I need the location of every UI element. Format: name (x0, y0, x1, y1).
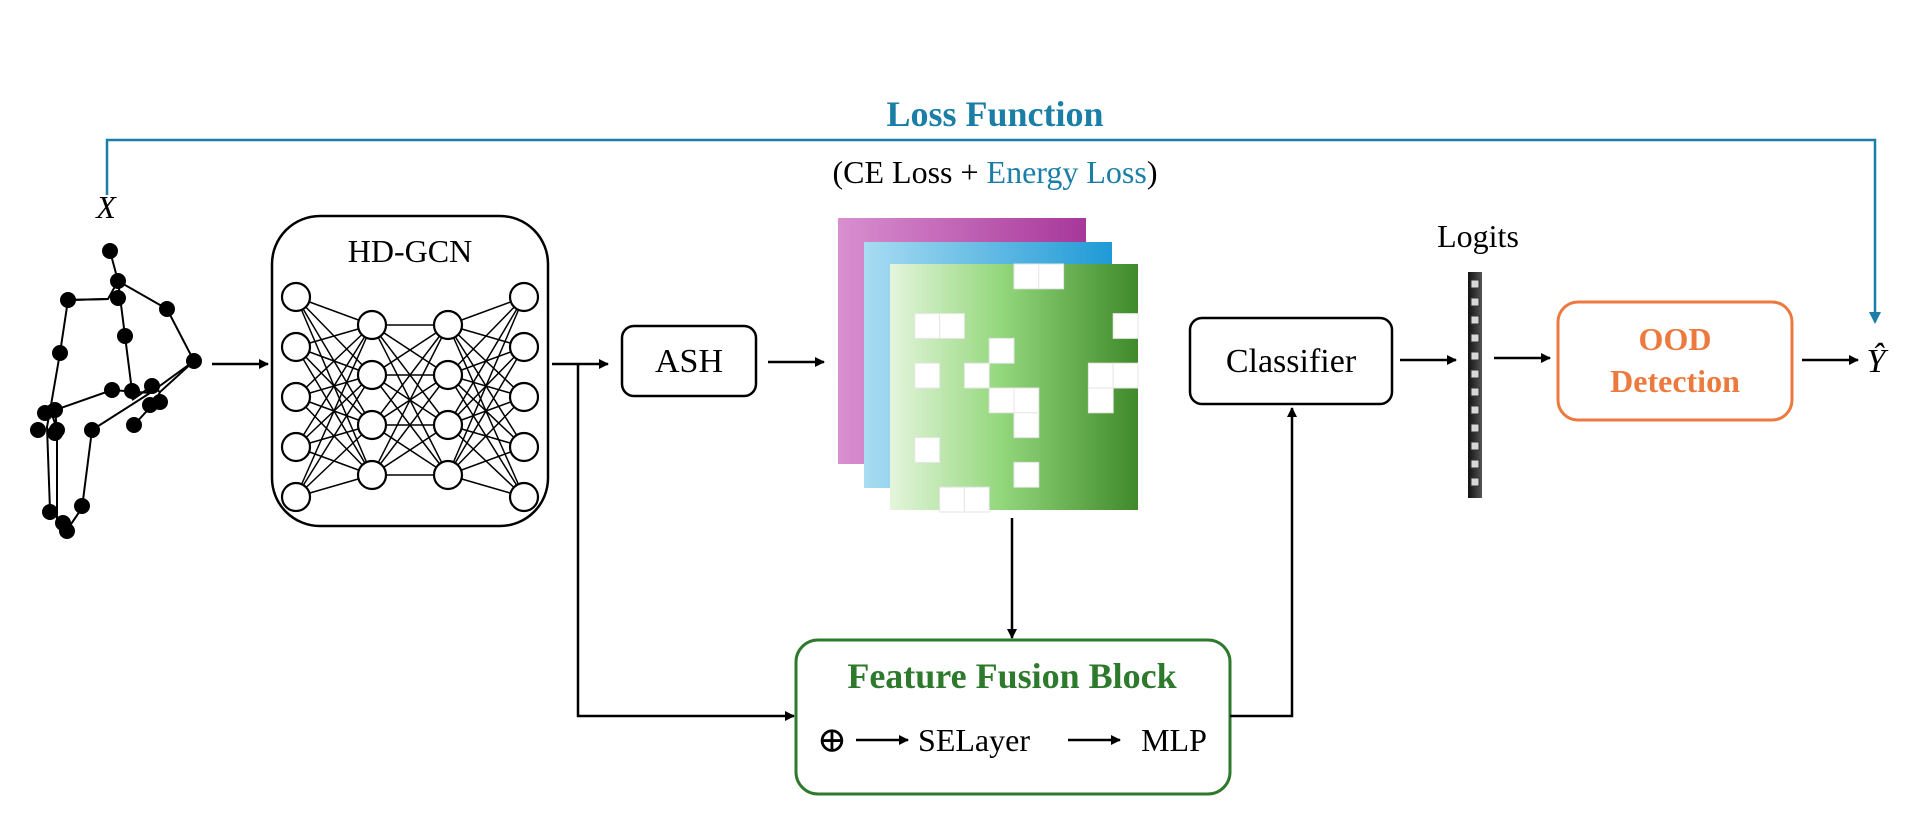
network-node (356, 309, 388, 341)
ood-label-line2: Detection (1610, 363, 1740, 399)
sparse-cell (1087, 362, 1114, 389)
network-node (356, 459, 388, 491)
sparse-cell (939, 313, 965, 339)
selayer-label: SELayer (918, 722, 1030, 758)
energy-loss-label: Energy Loss (987, 154, 1147, 190)
sparse-cell (914, 313, 941, 339)
logit-cell (1470, 297, 1480, 307)
sparse-cell (914, 362, 941, 389)
logit-cell (1470, 459, 1480, 469)
sparse-cell (914, 437, 941, 463)
logit-cell (1470, 333, 1480, 343)
classifier-label: Classifier (1226, 343, 1357, 380)
sparse-cell (963, 362, 990, 389)
hdgcn-label: HD-GCN (348, 233, 472, 269)
sparse-cell (1013, 263, 1040, 290)
loss-close-paren: ) (1147, 154, 1158, 190)
logit-cell (1470, 387, 1480, 397)
network-node (280, 381, 312, 413)
ood-detection-box (1556, 300, 1794, 422)
network-edge (447, 346, 525, 476)
network-edge (371, 374, 449, 476)
network-node (432, 409, 464, 441)
skeleton-icon (30, 243, 202, 539)
sparse-cell (1087, 387, 1114, 414)
network-node (356, 409, 388, 441)
sparse-cell (988, 387, 1015, 414)
network-edge (371, 324, 449, 376)
sparse-cell (939, 486, 965, 513)
network-node (280, 431, 312, 463)
sparse-cell (1013, 412, 1040, 439)
network-node (356, 359, 388, 391)
logit-cell (1470, 351, 1480, 361)
network-edge (447, 296, 525, 476)
loss-open-paren: ( (833, 154, 844, 190)
network-nodes (280, 281, 540, 513)
network-node (508, 481, 540, 513)
ash-label: ASH (655, 343, 723, 380)
network-node (280, 481, 312, 513)
ood-label-line1: OOD (1639, 321, 1712, 357)
sparse-cell (963, 486, 990, 513)
logit-cell (1470, 369, 1480, 379)
network-edge (295, 324, 373, 448)
fusion-title: Feature Fusion Block (847, 656, 1176, 696)
logits-bar (1468, 272, 1482, 498)
sparse-cell (988, 337, 1015, 364)
network-edge (447, 296, 525, 376)
logit-cell (1470, 315, 1480, 325)
mlp-label: MLP (1141, 722, 1207, 758)
network-edge (295, 324, 373, 398)
logit-cell (1470, 405, 1480, 415)
hdgcn-block (270, 214, 550, 528)
logit-cell (1470, 477, 1480, 487)
oplus-symbol: ⊕ (817, 720, 847, 760)
sparse-cell (1112, 362, 1139, 389)
network-node (508, 381, 540, 413)
arrow-fusion-to-classifier (1230, 407, 1297, 718)
logits-label: Logits (1437, 218, 1519, 254)
network-edge (295, 324, 373, 498)
ash-box (620, 324, 758, 398)
network-edge (447, 296, 525, 426)
sparse-cell (1038, 263, 1065, 290)
network-node (432, 359, 464, 391)
network-node (508, 331, 540, 363)
logit-cell (1470, 441, 1480, 451)
network-edge (371, 324, 449, 476)
network-node (432, 309, 464, 341)
sparse-cell (1112, 313, 1139, 339)
network-edge (371, 324, 449, 426)
loss-formula: (CE Loss + Energy Loss) (833, 154, 1158, 190)
logit-cell (1470, 423, 1480, 433)
loss-feedback-line (105, 138, 1881, 324)
sparse-activation-cells (914, 263, 1139, 513)
network-edge (371, 424, 449, 476)
network-node (280, 281, 312, 313)
classifier-box (1188, 316, 1394, 406)
network-edge (295, 424, 373, 498)
ce-loss-label: CE Loss + (843, 154, 986, 190)
network-node (432, 459, 464, 491)
output-label: Ŷ (1867, 343, 1889, 380)
sparse-cell (1013, 387, 1040, 414)
input-label: X (94, 189, 117, 225)
network-node (508, 281, 540, 313)
network-node (508, 431, 540, 463)
network-node (280, 331, 312, 363)
network-edge (447, 396, 525, 476)
network-edge (295, 374, 373, 498)
sparse-cell (1013, 461, 1040, 488)
loss-function-title: Loss Function (886, 94, 1103, 134)
feature-maps-stack (838, 218, 1139, 513)
arrow-hdgcn-to-fusion (576, 364, 795, 721)
logit-cell (1470, 279, 1480, 289)
